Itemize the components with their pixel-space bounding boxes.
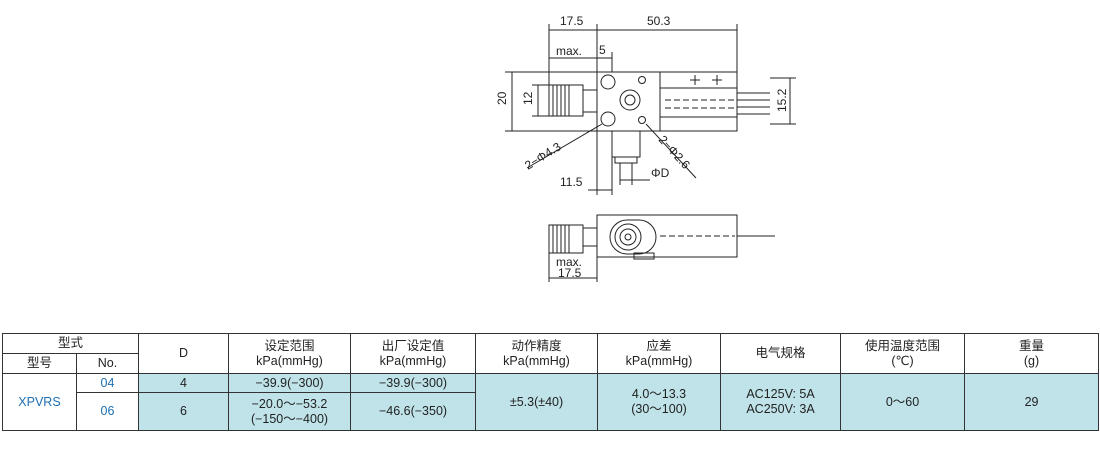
header-temp-title: 使用温度范围 [865, 338, 941, 353]
row-04-factory: −39.9(−300) [350, 373, 477, 393]
header-weight-unit: (g) [1023, 353, 1040, 368]
body-top-view [596, 71, 738, 132]
dim-phi-d: ΦD [651, 166, 670, 180]
dim-17-5-bottom: 17.5 [558, 266, 582, 280]
header-temp-unit: (℃) [891, 353, 914, 368]
dim-5: 5 [599, 43, 606, 57]
row-06-set-range-line1: −20.0～−53.2 [251, 396, 328, 411]
dim-phi-4-3: 2−Φ4.3 [522, 139, 564, 172]
header-type: 型式 [1, 333, 140, 354]
header-set-range: 设定范围 kPa(mmHg) [228, 333, 352, 374]
model-name: XPVRS [2, 373, 77, 431]
header-electric: 电气规格 [720, 333, 842, 374]
dim-15-2: 15.2 [775, 88, 789, 112]
header-factory-unit: kPa(mmHg) [379, 353, 447, 368]
electric-value: AC125V: 5A AC250V: 3A [720, 373, 842, 431]
dim-20: 20 [495, 91, 509, 105]
row-06-d: 6 [138, 392, 230, 431]
row-06-no: 06 [75, 392, 140, 431]
diff-value: 4.0～13.3 (30～100) [597, 373, 722, 431]
header-d: D [138, 333, 230, 374]
row-06-factory: −46.6(−350) [350, 392, 477, 431]
dim-50-3: 50.3 [647, 14, 671, 28]
dim-17-5-top: 17.5 [560, 14, 584, 28]
spec-table: 型式 D 设定范围 kPa(mmHg) 出厂设定值 kPa(mmHg) 动作精度… [1, 333, 1100, 431]
weight-value: 29 [964, 373, 1100, 431]
header-weight: 重量 (g) [964, 333, 1100, 374]
dim-max-label-bottom: max. [556, 255, 582, 269]
header-set-range-unit: kPa(mmHg) [256, 353, 323, 368]
diff-value-line1: 4.0～13.3 [631, 387, 687, 401]
header-diff-unit: kPa(mmHg) [625, 353, 693, 368]
row-04-no: 04 [75, 373, 140, 393]
accuracy-value: ±5.3(±40) [475, 373, 599, 431]
row-06-set-range: −20.0～−53.2 (−150～−400) [228, 392, 352, 431]
row-04-set-range: −39.9(−300) [228, 373, 352, 393]
temp-value: 0～60 [840, 373, 966, 431]
dim-11-5: 11.5 [560, 175, 583, 189]
row-04-d: 4 [138, 373, 230, 393]
electric-value-line1: AC125V: 5A [746, 387, 815, 401]
row-06-set-range-line2: (−150～−400) [250, 411, 329, 426]
header-weight-title: 重量 [1019, 338, 1045, 353]
header-temp: 使用温度范围 (℃) [840, 333, 966, 374]
header-accuracy-unit: kPa(mmHg) [503, 353, 570, 368]
dim-12: 12 [521, 91, 535, 105]
header-diff: 应差 kPa(mmHg) [597, 333, 722, 374]
header-accuracy: 动作精度 kPa(mmHg) [475, 333, 599, 374]
header-factory-title: 出厂设定值 [381, 338, 445, 353]
header-set-range-title: 设定范围 [264, 338, 315, 353]
header-no: No. [75, 353, 140, 374]
header-accuracy-title: 动作精度 [511, 338, 562, 353]
electric-value-line2: AC250V: 3A [746, 402, 815, 416]
diff-value-line2: (30～100) [631, 402, 687, 416]
header-factory: 出厂设定值 kPa(mmHg) [350, 333, 477, 374]
header-model: 型号 [2, 353, 77, 374]
technical-drawing: 17.5 50.3 max. 5 20 12 15.2 2−Φ4.3 2−Φ2.… [495, 14, 796, 282]
header-diff-title: 应差 [646, 338, 672, 353]
dim-max-label: max. [556, 44, 582, 58]
